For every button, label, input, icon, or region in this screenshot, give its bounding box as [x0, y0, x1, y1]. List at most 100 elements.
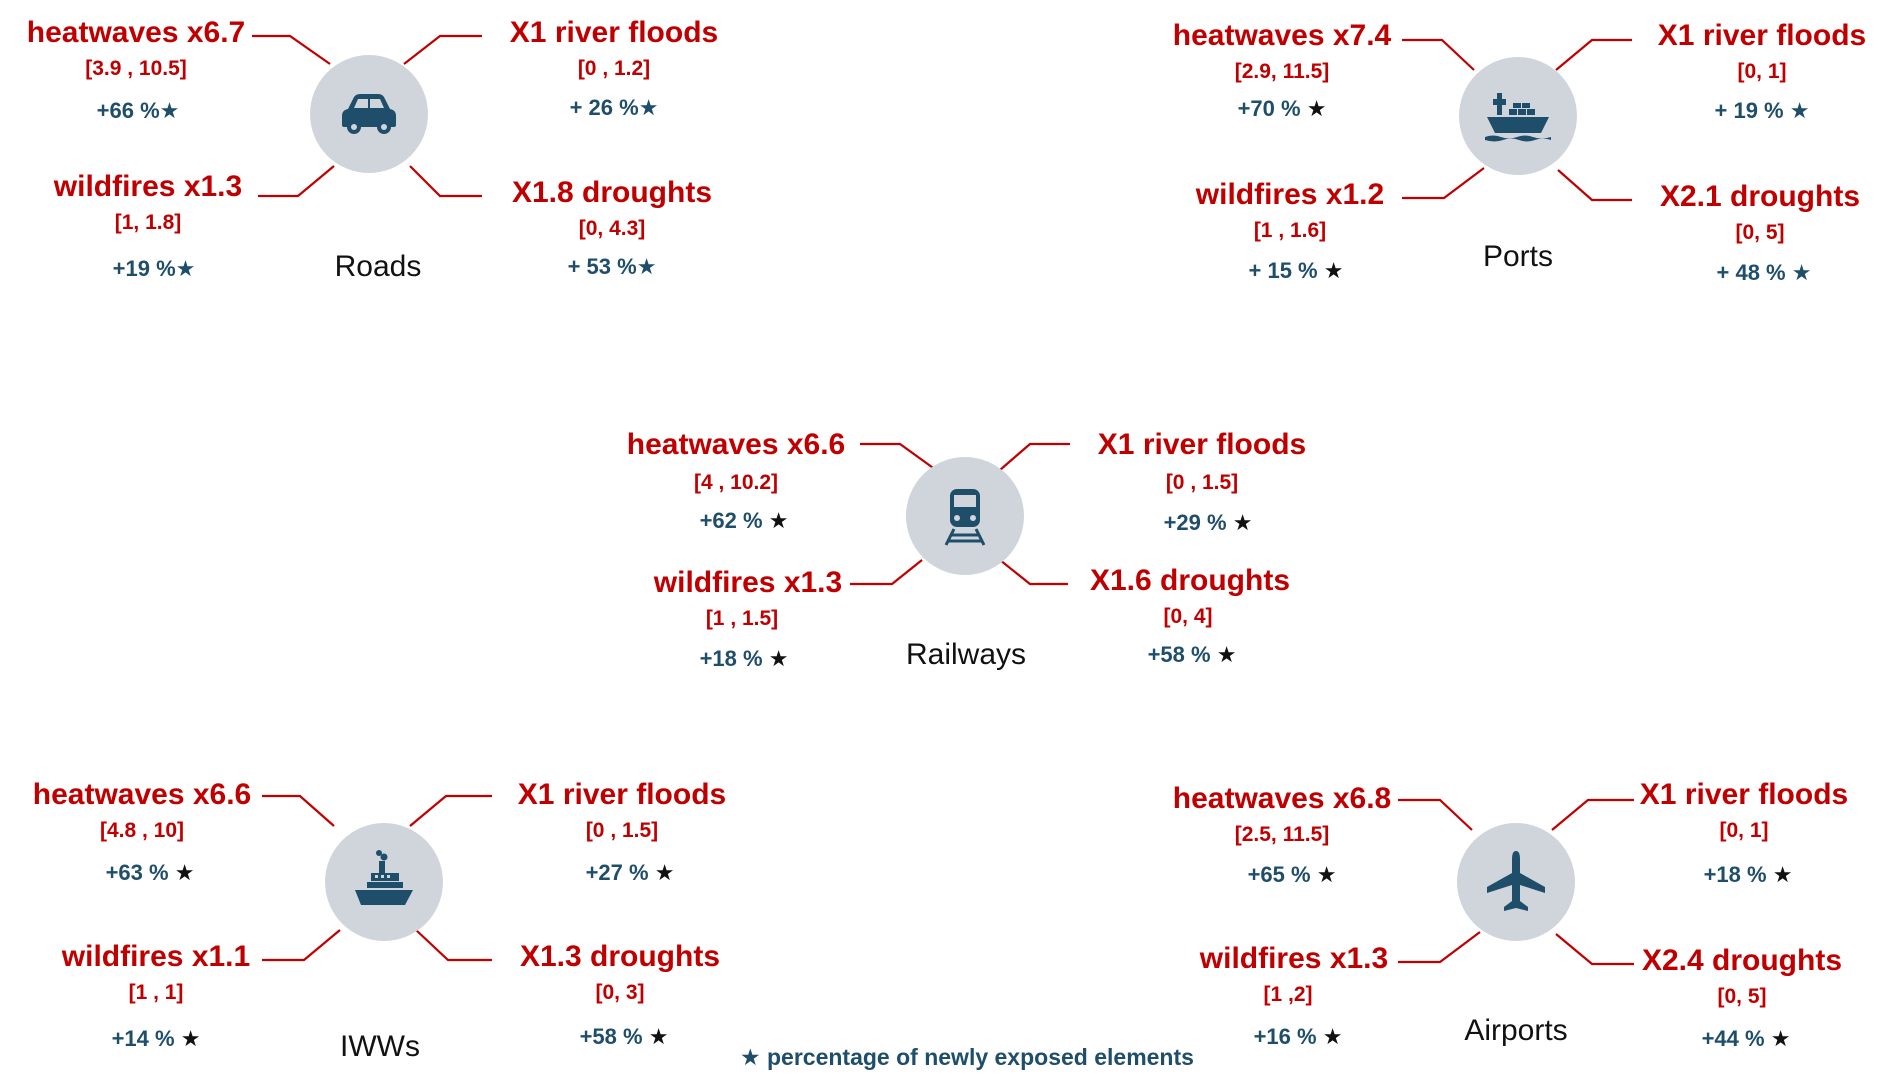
wildfires-percent: +14 % ★ [111, 1026, 201, 1051]
heatwaves-range: [3.9 , 10.5] [85, 57, 187, 80]
heatwaves-title: heatwaves x6.7 [26, 16, 246, 49]
droughts-range: [0, 4.3] [578, 217, 646, 240]
wildfires-title: wildfires x1.1 [61, 940, 251, 973]
heatwaves-percent: +62 % ★ [699, 508, 789, 533]
droughts-percent: +58 % ★ [1147, 642, 1237, 667]
wildfires-range: [1, 1.8] [114, 211, 182, 234]
wildfires-title: wildfires x1.3 [653, 566, 843, 599]
droughts-percent: + 48 % ★ [1716, 260, 1812, 285]
floods-range: [0 , 1.5] [585, 819, 659, 842]
iwws-label: IWWs [340, 1030, 420, 1063]
floods-percent: +18 % ★ [1703, 862, 1793, 887]
droughts-percent: + 53 %★ [567, 254, 657, 279]
airports-label: Airports [1464, 1014, 1568, 1047]
heatwaves-title: heatwaves x6.6 [626, 428, 846, 461]
heatwaves-percent: +66 %★ [96, 98, 180, 123]
car-icon [342, 94, 396, 134]
connector-line [1398, 931, 1481, 964]
connector-line [1557, 169, 1632, 202]
connector-line [262, 929, 341, 962]
droughts-title: X1.8 droughts [511, 176, 713, 209]
wildfires-percent: +16 % ★ [1253, 1024, 1343, 1049]
connector-line [1402, 38, 1475, 71]
floods-title: X1 river floods [1639, 778, 1849, 811]
connector-line [1555, 933, 1634, 966]
floods-title: X1 river floods [509, 16, 719, 49]
connector-line [1551, 798, 1634, 831]
heatwaves-range: [4.8 , 10] [99, 819, 185, 842]
floods-range: [0, 1] [1737, 60, 1787, 83]
droughts-percent: +44 % ★ [1701, 1026, 1791, 1051]
connector-line [403, 34, 482, 65]
train-icon [944, 489, 986, 546]
droughts-title: X2.4 droughts [1641, 944, 1843, 977]
connector-line [999, 559, 1068, 586]
connector-line [1398, 798, 1473, 831]
droughts-range: [0, 5] [1735, 221, 1785, 244]
heatwaves-title: heatwaves x6.8 [1172, 782, 1392, 815]
wildfires-range: [1 , 1.5] [705, 607, 779, 630]
connector-line [262, 794, 335, 827]
iwws-icon-circle [325, 823, 443, 941]
connector-line [409, 165, 482, 198]
wildfires-title: wildfires x1.3 [53, 170, 243, 203]
footnote: ★ percentage of newly exposed elements [740, 1044, 1194, 1070]
connector-line [1555, 38, 1632, 71]
floods-percent: + 26 %★ [569, 95, 659, 120]
wildfires-title: wildfires x1.3 [1199, 942, 1389, 975]
connector-line [1402, 167, 1485, 200]
connector-line [415, 929, 492, 962]
wildfires-percent: + 15 % ★ [1248, 258, 1344, 283]
floods-range: [0 , 1.5] [1165, 471, 1239, 494]
heatwaves-range: [2.9, 11.5] [1234, 60, 1330, 83]
wildfires-range: [1 , 1] [128, 981, 184, 1004]
connector-line [860, 442, 937, 471]
floods-percent: +29 % ★ [1163, 510, 1253, 535]
railways-label: Railways [905, 638, 1027, 671]
heatwaves-range: [2.5, 11.5] [1234, 823, 1330, 846]
ports-label: Ports [1482, 240, 1554, 273]
floods-percent: +27 % ★ [585, 860, 675, 885]
droughts-title: X1.3 droughts [519, 940, 721, 973]
steamboat-icon [355, 850, 413, 905]
connector-line [252, 34, 331, 65]
floods-percent: + 19 % ★ [1714, 98, 1810, 123]
heatwaves-title: heatwaves x7.4 [1172, 19, 1392, 52]
wildfires-percent: +18 % ★ [699, 646, 789, 671]
heatwaves-percent: +65 % ★ [1247, 862, 1337, 887]
droughts-title: X1.6 droughts [1089, 564, 1291, 597]
connector-line [850, 559, 923, 586]
roads-icon-circle [310, 55, 428, 173]
droughts-range: [0, 3] [595, 981, 645, 1004]
heatwaves-percent: +70 % ★ [1237, 96, 1327, 121]
roads-label: Roads [334, 250, 422, 283]
wildfires-title: wildfires x1.2 [1195, 178, 1385, 211]
droughts-range: [0, 4] [1163, 605, 1213, 628]
airports-icon-circle [1457, 823, 1575, 941]
airplane-icon [1487, 851, 1545, 911]
heatwaves-range: [4 , 10.2] [693, 471, 779, 494]
wildfires-range: [1 , 1.6] [1253, 219, 1327, 242]
floods-title: X1 river floods [1657, 19, 1867, 52]
connector-line [409, 794, 492, 827]
floods-title: X1 river floods [1097, 428, 1307, 461]
heatwaves-title: heatwaves x6.6 [32, 778, 252, 811]
ports-icon-circle [1459, 57, 1577, 175]
droughts-range: [0, 5] [1717, 985, 1767, 1008]
floods-range: [0 , 1.2] [577, 57, 651, 80]
ship-icon [1485, 93, 1551, 142]
heatwaves-percent: +63 % ★ [105, 860, 195, 885]
wildfires-range: [1 ,2] [1263, 983, 1313, 1006]
railways-icon-circle [906, 457, 1024, 575]
wildfires-percent: +19 %★ [112, 256, 196, 281]
floods-title: X1 river floods [517, 778, 727, 811]
connector-line [258, 165, 335, 198]
droughts-title: X2.1 droughts [1659, 180, 1861, 213]
floods-range: [0, 1] [1719, 819, 1769, 842]
droughts-percent: +58 % ★ [579, 1024, 669, 1049]
